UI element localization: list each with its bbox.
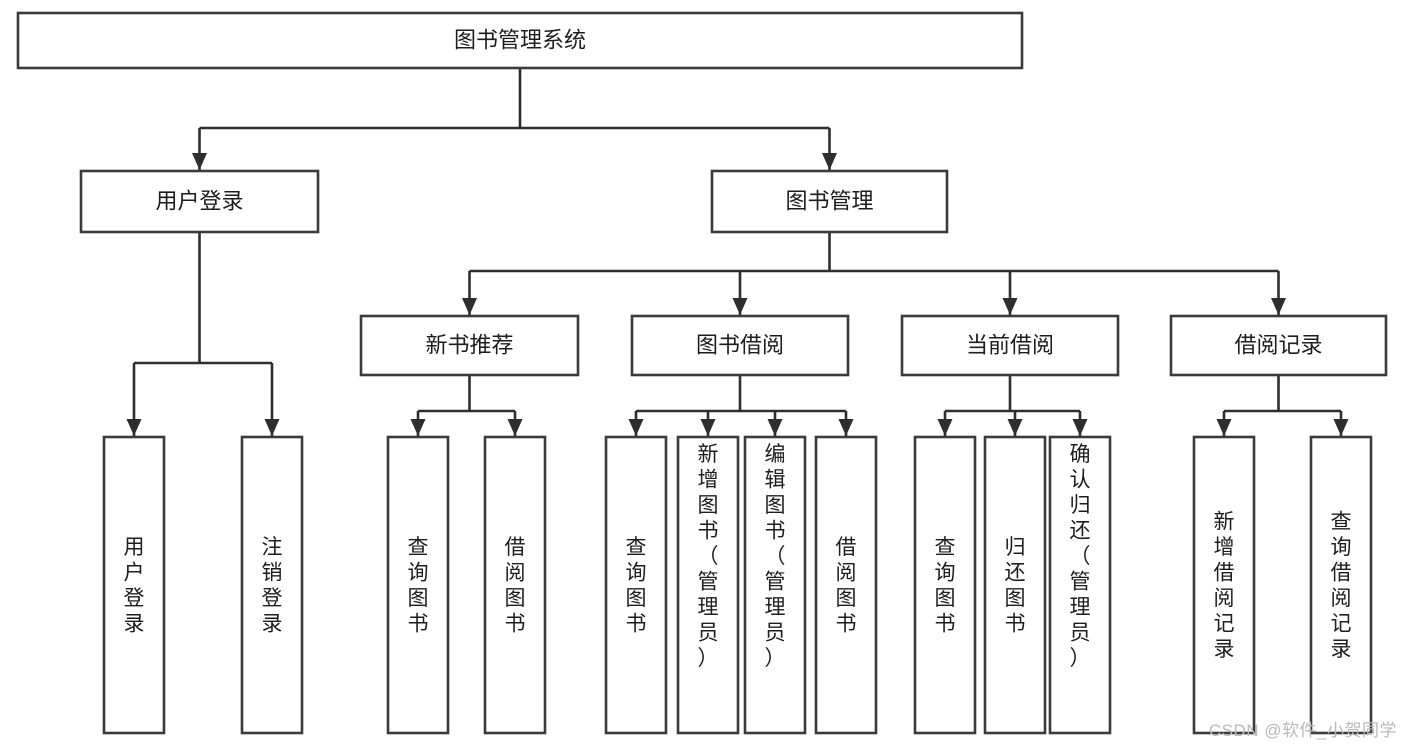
arrow-head-icon bbox=[462, 298, 477, 315]
arrow-head-icon bbox=[507, 419, 523, 436]
node-box-rect bbox=[630, 314, 850, 377]
node-leaf-11[interactable]: 新增借阅记录 bbox=[1192, 435, 1256, 735]
node-label: 图书管理系统 bbox=[454, 27, 586, 52]
node-box-rect bbox=[743, 435, 807, 735]
node-label: 新增图书（管理员） bbox=[698, 443, 719, 670]
arrow-head-icon bbox=[628, 419, 644, 436]
node-level3-3[interactable]: 借阅记录 bbox=[1169, 314, 1388, 377]
node-label: 借阅记录 bbox=[1234, 332, 1322, 357]
node-box-rect bbox=[983, 435, 1047, 735]
node-level2-0[interactable]: 用户登录 bbox=[79, 169, 320, 234]
node-label: 用户登录 bbox=[124, 536, 145, 636]
node-box-rect bbox=[240, 435, 304, 735]
node-label: 用户登录 bbox=[155, 188, 243, 213]
arrow-head-icon bbox=[822, 153, 837, 170]
node-label: 当前借阅 bbox=[966, 332, 1054, 357]
node-label: 查询图书 bbox=[935, 536, 956, 636]
node-leaf-7[interactable]: 借阅图书 bbox=[814, 435, 878, 735]
arrow-head-icon bbox=[1333, 419, 1349, 436]
arrow-head-icon bbox=[1007, 419, 1023, 436]
node-box-rect bbox=[676, 435, 740, 735]
arrow-head-icon bbox=[1002, 298, 1018, 315]
connector-lines bbox=[126, 68, 1349, 436]
node-label: 图书借阅 bbox=[696, 332, 784, 357]
arrow-head-icon bbox=[767, 419, 783, 436]
arrow-head-icon bbox=[1072, 419, 1088, 436]
node-box-rect bbox=[1169, 314, 1388, 377]
node-label: 图书管理 bbox=[785, 188, 873, 213]
node-box-rect bbox=[386, 435, 450, 735]
arrow-head-icon bbox=[1216, 419, 1232, 436]
node-leaf-0[interactable]: 用户登录 bbox=[102, 435, 166, 735]
node-label: 借阅图书 bbox=[505, 536, 526, 636]
node-box-rect bbox=[1309, 435, 1373, 735]
arrow-head-icon bbox=[410, 419, 426, 436]
node-box-rect bbox=[604, 435, 668, 735]
node-label: 归还图书 bbox=[1005, 536, 1026, 636]
node-label: 查询借阅记录 bbox=[1331, 511, 1352, 662]
arrow-head-icon bbox=[700, 419, 716, 436]
node-box-rect bbox=[79, 169, 320, 234]
node-leaf-9[interactable]: 归还图书 bbox=[983, 435, 1047, 735]
node-label: 查询图书 bbox=[408, 536, 429, 636]
node-box-rect bbox=[359, 314, 580, 377]
arrow-head-icon bbox=[264, 419, 280, 436]
node-leaf-1[interactable]: 注销登录 bbox=[240, 435, 304, 735]
node-leaf-3[interactable]: 借阅图书 bbox=[483, 435, 547, 735]
node-box-rect bbox=[16, 11, 1024, 70]
node-level3-0[interactable]: 新书推荐 bbox=[359, 314, 580, 377]
node-label: 借阅图书 bbox=[836, 536, 857, 636]
node-leaf-10[interactable]: 确认归还（管理员） bbox=[1048, 435, 1112, 735]
node-leaf-5[interactable]: 新增图书（管理员） bbox=[676, 435, 740, 735]
node-label: 查询图书 bbox=[626, 536, 647, 636]
node-label: 确认归还（管理员） bbox=[1070, 443, 1091, 670]
node-label: 新书推荐 bbox=[425, 332, 513, 357]
node-root-0[interactable]: 图书管理系统 bbox=[16, 11, 1024, 70]
node-level2-1[interactable]: 图书管理 bbox=[710, 169, 949, 234]
node-box-rect bbox=[1048, 435, 1112, 735]
node-leaf-2[interactable]: 查询图书 bbox=[386, 435, 450, 735]
node-label: 注销登录 bbox=[262, 536, 283, 636]
node-leaf-6[interactable]: 编辑图书（管理员） bbox=[743, 435, 807, 735]
csdn-watermark: CSDN @软件_小贺同学 bbox=[1208, 721, 1397, 740]
node-leaf-4[interactable]: 查询图书 bbox=[604, 435, 668, 735]
node-level3-1[interactable]: 图书借阅 bbox=[630, 314, 850, 377]
node-box-rect bbox=[483, 435, 547, 735]
arrow-head-icon bbox=[838, 419, 854, 436]
arrow-head-icon bbox=[126, 419, 142, 436]
node-label: 新增借阅记录 bbox=[1214, 511, 1235, 662]
node-box-rect bbox=[710, 169, 949, 234]
arrow-head-icon bbox=[732, 298, 748, 315]
node-leaf-12[interactable]: 查询借阅记录 bbox=[1309, 435, 1373, 735]
arrow-head-icon bbox=[1271, 298, 1286, 315]
node-box-rect bbox=[1192, 435, 1256, 735]
node-box-rect bbox=[814, 435, 878, 735]
node-level3-2[interactable]: 当前借阅 bbox=[900, 314, 1120, 377]
arrow-head-icon bbox=[192, 153, 207, 170]
node-box-rect bbox=[913, 435, 977, 735]
node-box-rect bbox=[900, 314, 1120, 377]
node-boxes: 图书管理系统用户登录图书管理新书推荐图书借阅当前借阅借阅记录用户登录注销登录查询… bbox=[16, 11, 1388, 735]
node-label: 编辑图书（管理员） bbox=[765, 443, 786, 670]
node-box-rect bbox=[102, 435, 166, 735]
node-leaf-8[interactable]: 查询图书 bbox=[913, 435, 977, 735]
arrow-head-icon bbox=[937, 419, 953, 436]
